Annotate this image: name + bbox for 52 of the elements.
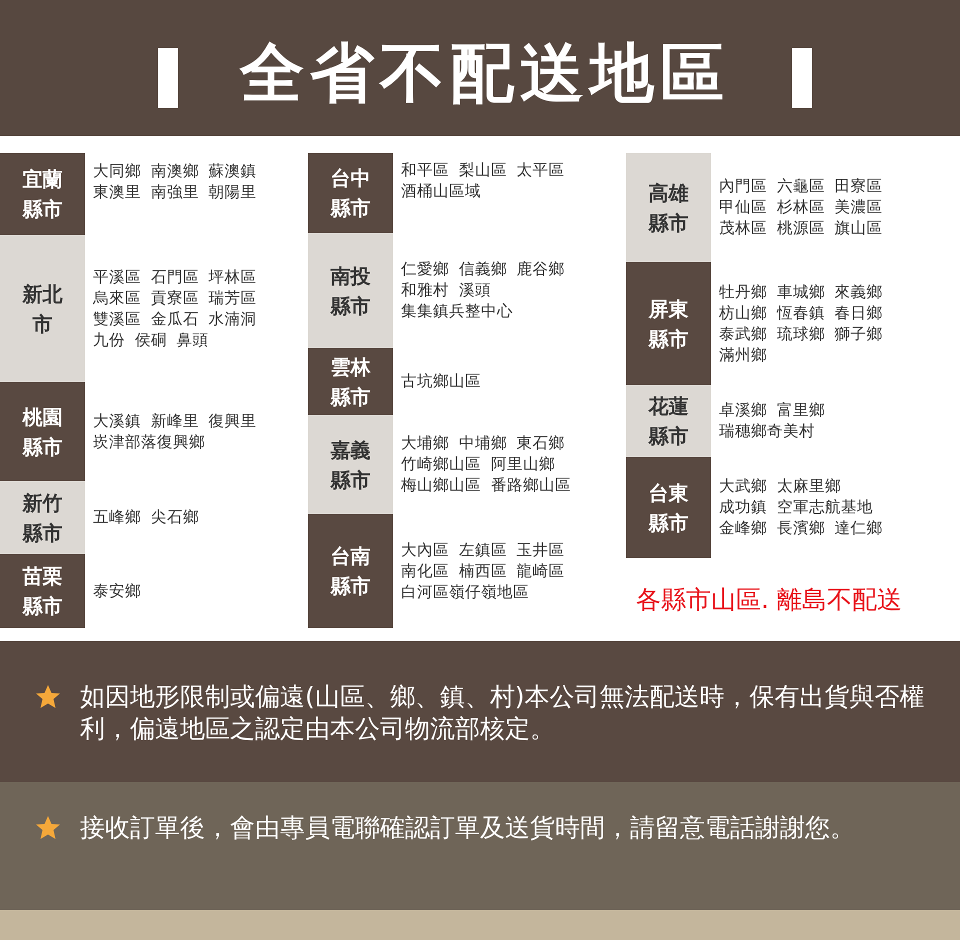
title-text: 全省不配送地區 [238,36,731,113]
county-label-cell: 台中縣市 [308,153,393,233]
county-label-cell: 高雄縣市 [626,153,711,262]
district-text: 五峰鄉 尖石鄉 [93,507,199,528]
district-text: 九份 侯硐 鼻頭 [93,330,209,350]
district-text: 烏來區 貢寮區 瑞芳區 [93,288,257,308]
district-text: 古坑鄉山區 [401,371,481,392]
district-text: 大武鄉 太麻里鄉 [719,476,841,497]
district-text: 泰安鄉 [93,580,141,602]
district-text: 大同鄉 南澳鄉 蘇澳鎮 [93,161,257,182]
district-text: 和雅村 溪頭 [401,280,491,301]
district-text: 內門區 六龜區 田寮區 [719,176,883,197]
district-text: 茂林區 桃源區 旗山區 [719,218,883,239]
county-label-cell: 嘉義縣市 [308,415,393,514]
county-label-cell: 南投縣市 [308,233,393,348]
district-text: 泰武鄉 琉球鄉 獅子鄉 [719,324,883,344]
district-text: 甲仙區 杉林區 美濃區 [719,197,883,218]
district-text: 崁津部落復興鄉 [93,432,205,452]
district-text: 卓溪鄉 富里鄉 [719,400,825,421]
district-text: 東澳里 南強里 朝陽里 [93,182,257,203]
district-text: 酒桶山區域 [401,181,481,202]
district-text: 瑞穗鄉奇美村 [719,421,815,442]
district-text: 大埔鄉 中埔鄉 東石鄉 [401,433,565,454]
district-text: 白河區嶺仔嶺地區 [401,582,529,602]
district-text: 牡丹鄉 車城鄉 來義鄉 [719,282,883,302]
district-text: 枋山鄉 恆春鎮 春日鄉 [719,302,883,324]
district-text: 南化區 楠西區 龍崎區 [401,560,565,582]
district-text: 竹崎鄉山區 阿里山鄉 [401,454,555,475]
county-label-cell: 花蓮縣市 [626,385,711,457]
county-label-cell: 宜蘭縣市 [0,153,85,235]
warning-text: 各縣市山區. 離島不配送 [636,584,902,616]
district-text: 平溪區 石門區 坪林區 [93,266,257,288]
note-text: 如因地形限制或偏遠(山區、鄉、鎮、村)本公司無法配送時，保有出貨與否權利，偏遠地區之認定由本公司物流部核定。 [80,681,926,745]
county-label-cell: 屏東縣市 [626,262,711,385]
district-text: 仁愛鄉 信義鄉 鹿谷鄉 [401,259,565,280]
district-text: 成功鎮 空軍志航基地 [719,497,873,518]
district-text: 集集鎮兵整中心 [401,301,513,322]
district-text: 梅山鄉山區 番路鄉山區 [401,475,571,496]
district-text: 大溪鎮 新峰里 復興里 [93,410,257,432]
note-text: 接收訂單後，會由專員電聯確認訂單及送貨時間，請留意電話謝謝您。 [80,812,856,844]
county-label-cell: 桃園縣市 [0,382,85,481]
district-text: 滿州鄉 [719,344,767,366]
county-label-cell: 苗栗縣市 [0,554,85,628]
county-label-cell: 台東縣市 [626,457,711,558]
county-label-cell: 台南縣市 [308,514,393,628]
county-label-cell: 新竹縣市 [0,481,85,554]
county-label-cell: 新北市 [0,235,85,382]
district-text: 金峰鄉 長濱鄉 達仁鄉 [719,518,883,539]
district-text: 大內區 左鎮區 玉井區 [401,540,565,560]
district-text: 雙溪區 金瓜石 水湳洞 [93,308,257,330]
district-text: 和平區 梨山區 太平區 [401,160,565,181]
county-label-cell: 雲林縣市 [308,348,393,415]
